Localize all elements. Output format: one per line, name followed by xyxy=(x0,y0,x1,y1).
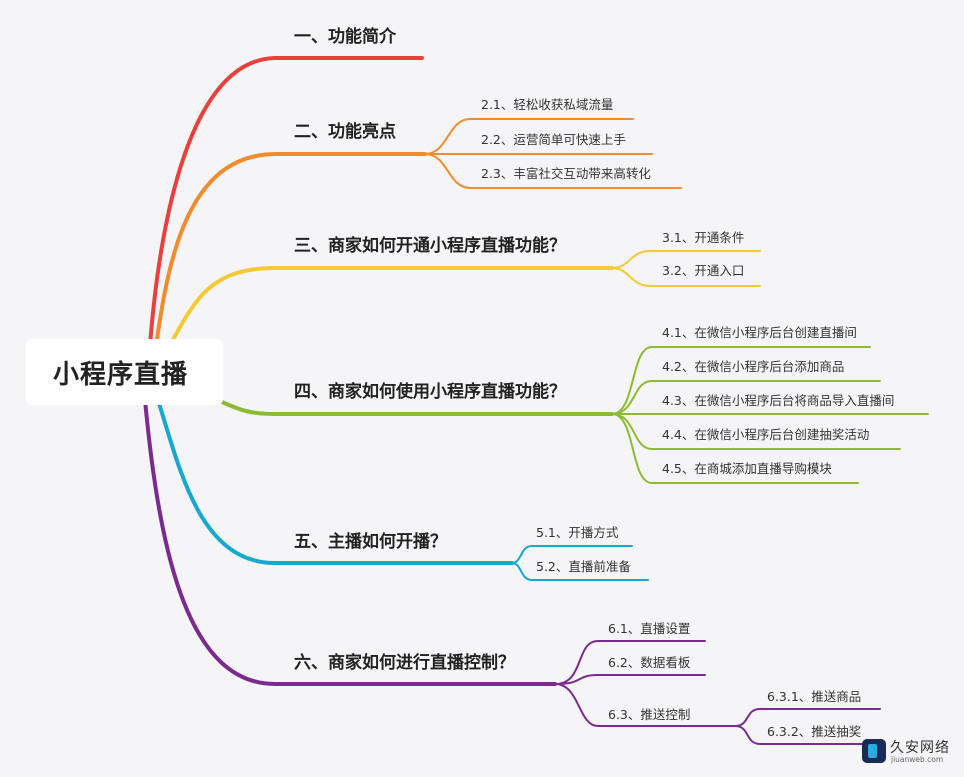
branch-5-label[interactable]: 五、主播如何开播？ xyxy=(294,532,447,552)
edge-6-3-2 xyxy=(734,725,873,745)
edge-6-3 xyxy=(554,683,736,727)
node-4-1[interactable]: 4.1、在微信小程序后台创建直播间 xyxy=(662,325,857,340)
edge-2-3 xyxy=(424,153,682,189)
edge-6-3-1 xyxy=(734,708,881,727)
node-4-3[interactable]: 4.3、在微信小程序后台将商品导入直播间 xyxy=(662,393,895,408)
edge-root-5 xyxy=(156,398,514,565)
root-label: 小程序直播 xyxy=(52,359,188,390)
edge-2-1 xyxy=(424,118,634,155)
branch-4-label[interactable]: 四、商家如何使用小程序直播功能？ xyxy=(294,382,566,402)
node-6-1[interactable]: 6.1、直播设置 xyxy=(608,621,691,636)
edge-3-1 xyxy=(611,250,761,269)
branch-2-label[interactable]: 二、功能亮点 xyxy=(294,122,396,142)
node-6-3-2[interactable]: 6.3.2、推送抽奖 xyxy=(767,724,862,739)
edge-4-4 xyxy=(611,413,901,450)
branch-3-label[interactable]: 三、商家如何开通小程序直播功能？ xyxy=(294,236,566,256)
logo-icon xyxy=(862,739,886,763)
node-3-1[interactable]: 3.1、开通条件 xyxy=(662,230,745,245)
node-4-4[interactable]: 4.4、在微信小程序后台创建抽奖活动 xyxy=(662,427,870,442)
edge-5-1 xyxy=(511,545,633,564)
edge-root-6 xyxy=(143,398,557,686)
edge-6-2 xyxy=(554,674,706,685)
node-3-2[interactable]: 3.2、开通入口 xyxy=(662,263,745,278)
branch-1-label[interactable]: 一、功能简介 xyxy=(294,27,396,47)
edge-root-4 xyxy=(220,400,614,416)
node-2-1[interactable]: 2.1、轻松收获私域流量 xyxy=(481,97,614,112)
node-6-3-1[interactable]: 6.3.1、推送商品 xyxy=(767,689,862,704)
node-5-1[interactable]: 5.1、开播方式 xyxy=(536,525,619,540)
node-6-2[interactable]: 6.2、数据看板 xyxy=(608,655,691,670)
edge-6-1 xyxy=(554,640,706,685)
watermark-name: 久安网络 xyxy=(890,740,950,756)
root-node[interactable]: 小程序直播 xyxy=(26,339,223,405)
node-2-2[interactable]: 2.2、运营简单可快速上手 xyxy=(481,132,626,147)
edge-3-2 xyxy=(611,267,761,287)
node-4-5[interactable]: 4.5、在商城添加直播导购模块 xyxy=(662,461,832,476)
connector-lines xyxy=(143,56,929,745)
edge-root-2 xyxy=(154,152,427,349)
edge-root-3 xyxy=(168,266,614,347)
node-2-3[interactable]: 2.3、丰富社交互动带来高转化 xyxy=(481,166,651,181)
edge-4-5 xyxy=(611,413,859,484)
watermark-logo: 久安网络 jiuanweb.com xyxy=(862,737,960,767)
node-6-3[interactable]: 6.3、推送控制 xyxy=(608,707,691,722)
edge-4-1 xyxy=(611,346,871,415)
edge-root-1 xyxy=(148,56,424,347)
node-5-2[interactable]: 5.2、直播前准备 xyxy=(536,559,631,574)
watermark-domain: jiuanweb.com xyxy=(891,755,944,764)
node-4-2[interactable]: 4.2、在微信小程序后台添加商品 xyxy=(662,359,845,374)
edge-5-2 xyxy=(511,562,649,581)
edge-4-2 xyxy=(611,380,881,415)
branch-6-label[interactable]: 六、商家如何进行直播控制？ xyxy=(294,653,515,673)
